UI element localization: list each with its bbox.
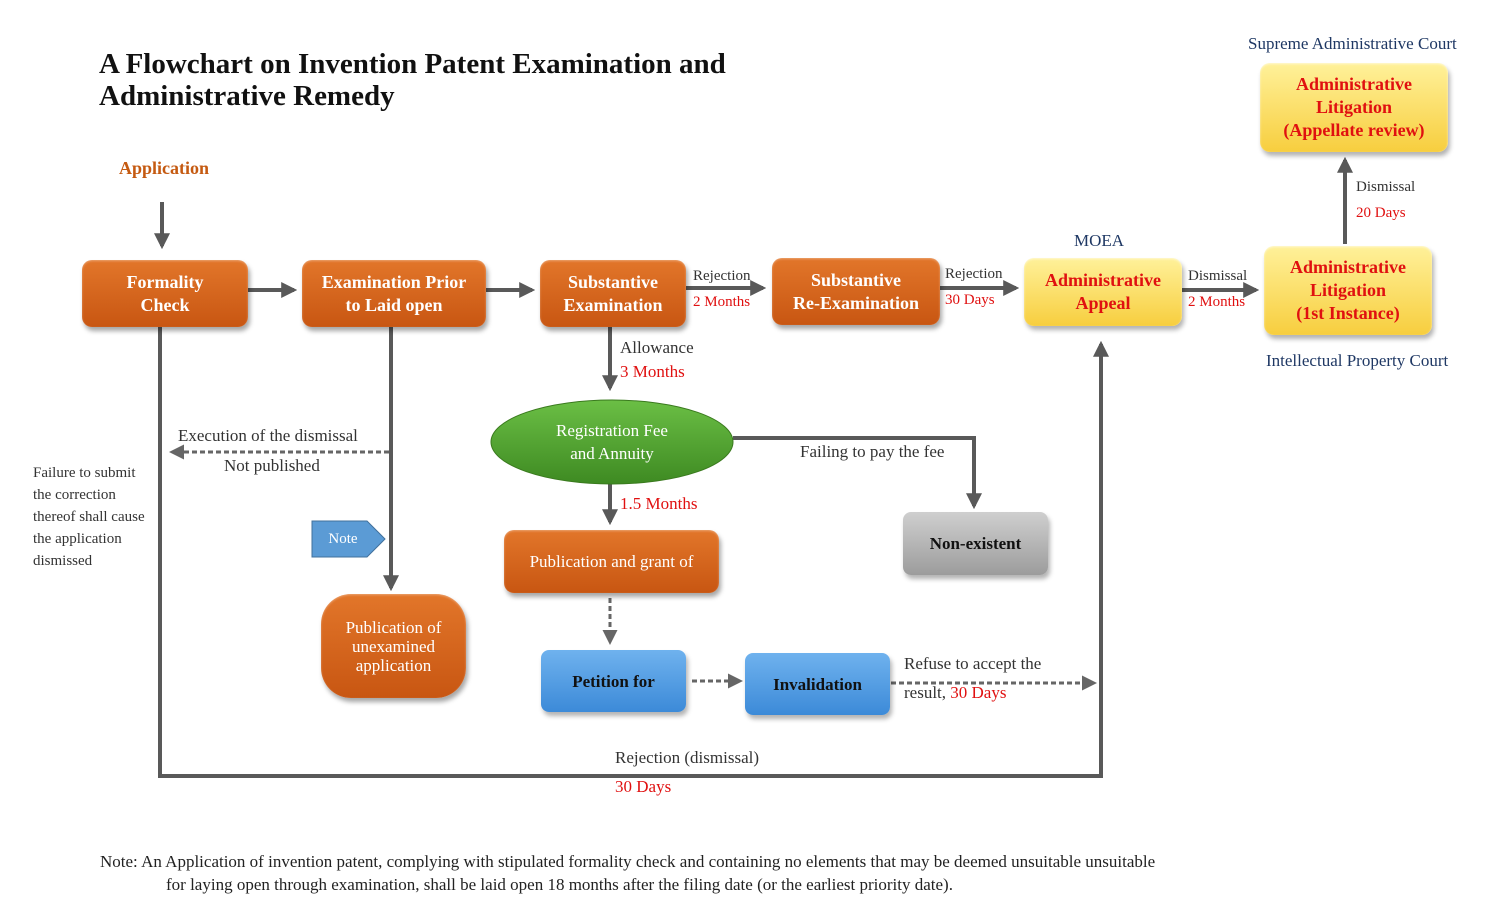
two-months-label-2: 2 Months bbox=[1188, 294, 1246, 310]
note-tag-shape bbox=[311, 520, 386, 558]
formality-check-box[interactable]: Formality Check bbox=[82, 260, 248, 327]
rejection-dismissal-label: Rejection (dismissal) bbox=[615, 748, 760, 767]
unexamined-line1: Publication of bbox=[345, 617, 442, 637]
arrow-rejection-loop bbox=[158, 326, 1109, 778]
substantive-exam-box[interactable]: Substantive Examination bbox=[540, 260, 686, 327]
litigation-first-box[interactable]: Administrative Litigation (1st Instance) bbox=[1264, 246, 1432, 335]
allowance-label: Allowance bbox=[620, 338, 694, 357]
invalidation-label: Invalidation bbox=[773, 674, 862, 694]
note-tag-label: Note bbox=[328, 530, 358, 547]
title-line1: A Flowchart on Invention Patent Examinat… bbox=[99, 48, 726, 80]
arrow-fee-nonexistent bbox=[733, 436, 982, 510]
note-tag[interactable]: Note bbox=[312, 521, 374, 557]
registration-fee-ellipse bbox=[490, 399, 734, 485]
failure-note-line1: Failure to submit bbox=[33, 465, 136, 481]
failing-fee-label: Failing to pay the fee bbox=[800, 442, 945, 461]
non-existent-label: Non-existent bbox=[929, 534, 1022, 553]
admin-appeal-line2: Appeal bbox=[1075, 293, 1131, 313]
litigation-appellate-line1: Administrative bbox=[1296, 74, 1412, 94]
failure-note: Failure to submit the correction thereof… bbox=[33, 462, 168, 572]
application-label: Application bbox=[119, 158, 210, 178]
footnote: Note: An Application of invention patent… bbox=[100, 850, 1300, 896]
petition-box[interactable]: Petition for bbox=[541, 650, 686, 712]
litigation-first-line1: Administrative bbox=[1290, 257, 1406, 277]
substantive-reexam-box[interactable]: Substantive Re-Examination bbox=[772, 258, 940, 325]
title-line2: Administrative Remedy bbox=[99, 80, 395, 112]
litigation-appellate-line2: Litigation bbox=[1315, 97, 1392, 117]
two-months-label-1: 2 Months bbox=[693, 294, 751, 310]
registration-fee-node[interactable]: Registration Fee and Annuity bbox=[491, 400, 733, 484]
litigation-appellate-line3: (Appellate review) bbox=[1283, 120, 1425, 140]
dismissal-label-2: Dismissal bbox=[1356, 179, 1416, 195]
twenty-days-label: 20 Days bbox=[1356, 205, 1406, 221]
publication-grant-label: Publication and grant of bbox=[529, 552, 694, 571]
page-title: A Flowchart on Invention Patent Examinat… bbox=[99, 48, 799, 112]
formality-check-line2: Check bbox=[140, 294, 190, 315]
failure-note-line2: the correction bbox=[33, 487, 116, 503]
petition-label: Petition for bbox=[572, 671, 655, 691]
invalidation-box[interactable]: Invalidation bbox=[745, 653, 890, 715]
unexamined-publication-box[interactable]: Publication of unexamined application bbox=[321, 594, 466, 698]
thirty-days-label-2: 30 Days bbox=[950, 683, 1007, 702]
failure-note-line3: thereof shall cause bbox=[33, 509, 145, 525]
unexamined-line3: application bbox=[355, 655, 432, 675]
refuse-label-line2: result, 30 Days bbox=[904, 682, 1006, 704]
exam-prior-line1: Examination Prior bbox=[321, 271, 467, 292]
supreme-court-label: Supreme Administrative Court bbox=[1248, 34, 1457, 53]
admin-appeal-line1: Administrative bbox=[1045, 270, 1161, 290]
dismissal-label-1: Dismissal bbox=[1188, 268, 1248, 284]
admin-appeal-box[interactable]: Administrative Appeal bbox=[1024, 258, 1182, 326]
substantive-reexam-line1: Substantive bbox=[810, 269, 902, 290]
moea-label: MOEA bbox=[1074, 231, 1125, 250]
rejection-label-1: Rejection bbox=[693, 268, 751, 284]
registration-fee-line1: Registration Fee bbox=[556, 421, 668, 440]
three-months-label: 3 Months bbox=[620, 362, 685, 381]
one-half-months-label: 1.5 Months bbox=[620, 494, 698, 513]
footnote-line2: for laying open through examination, sha… bbox=[166, 875, 953, 894]
thirty-days-label-1: 30 Days bbox=[945, 292, 995, 308]
litigation-first-line2: Litigation bbox=[1309, 280, 1386, 300]
substantive-exam-line2: Examination bbox=[563, 294, 663, 315]
litigation-appellate-box[interactable]: Administrative Litigation (Appellate rev… bbox=[1260, 63, 1448, 152]
publication-grant-box[interactable]: Publication and grant of bbox=[504, 530, 719, 593]
formality-check-line1: Formality bbox=[126, 271, 204, 292]
ip-court-label: Intellectual Property Court bbox=[1266, 351, 1449, 370]
exam-prior-box[interactable]: Examination Prior to Laid open bbox=[302, 260, 486, 327]
footnote-line1: Note: An Application of invention patent… bbox=[100, 852, 1156, 871]
rejection-label-2: Rejection bbox=[945, 266, 1003, 282]
substantive-exam-line1: Substantive bbox=[567, 271, 659, 292]
exam-prior-line2: to Laid open bbox=[345, 294, 443, 315]
unexamined-line2: unexamined bbox=[351, 636, 436, 656]
registration-fee-line2: and Annuity bbox=[570, 444, 654, 463]
refuse-result-text: result, bbox=[904, 683, 947, 702]
execution-dismissal-label: Execution of the dismissal bbox=[178, 426, 358, 445]
failure-note-line4: the application bbox=[33, 531, 122, 547]
substantive-reexam-line2: Re-Examination bbox=[793, 292, 919, 313]
not-published-label: Not published bbox=[224, 456, 320, 475]
litigation-first-line3: (1st Instance) bbox=[1296, 303, 1400, 323]
failure-note-line5: dismissed bbox=[33, 553, 93, 569]
thirty-days-label-3: 30 Days bbox=[615, 777, 672, 796]
refuse-label-line1: Refuse to accept the bbox=[904, 654, 1042, 673]
non-existent-box[interactable]: Non-existent bbox=[903, 512, 1048, 575]
